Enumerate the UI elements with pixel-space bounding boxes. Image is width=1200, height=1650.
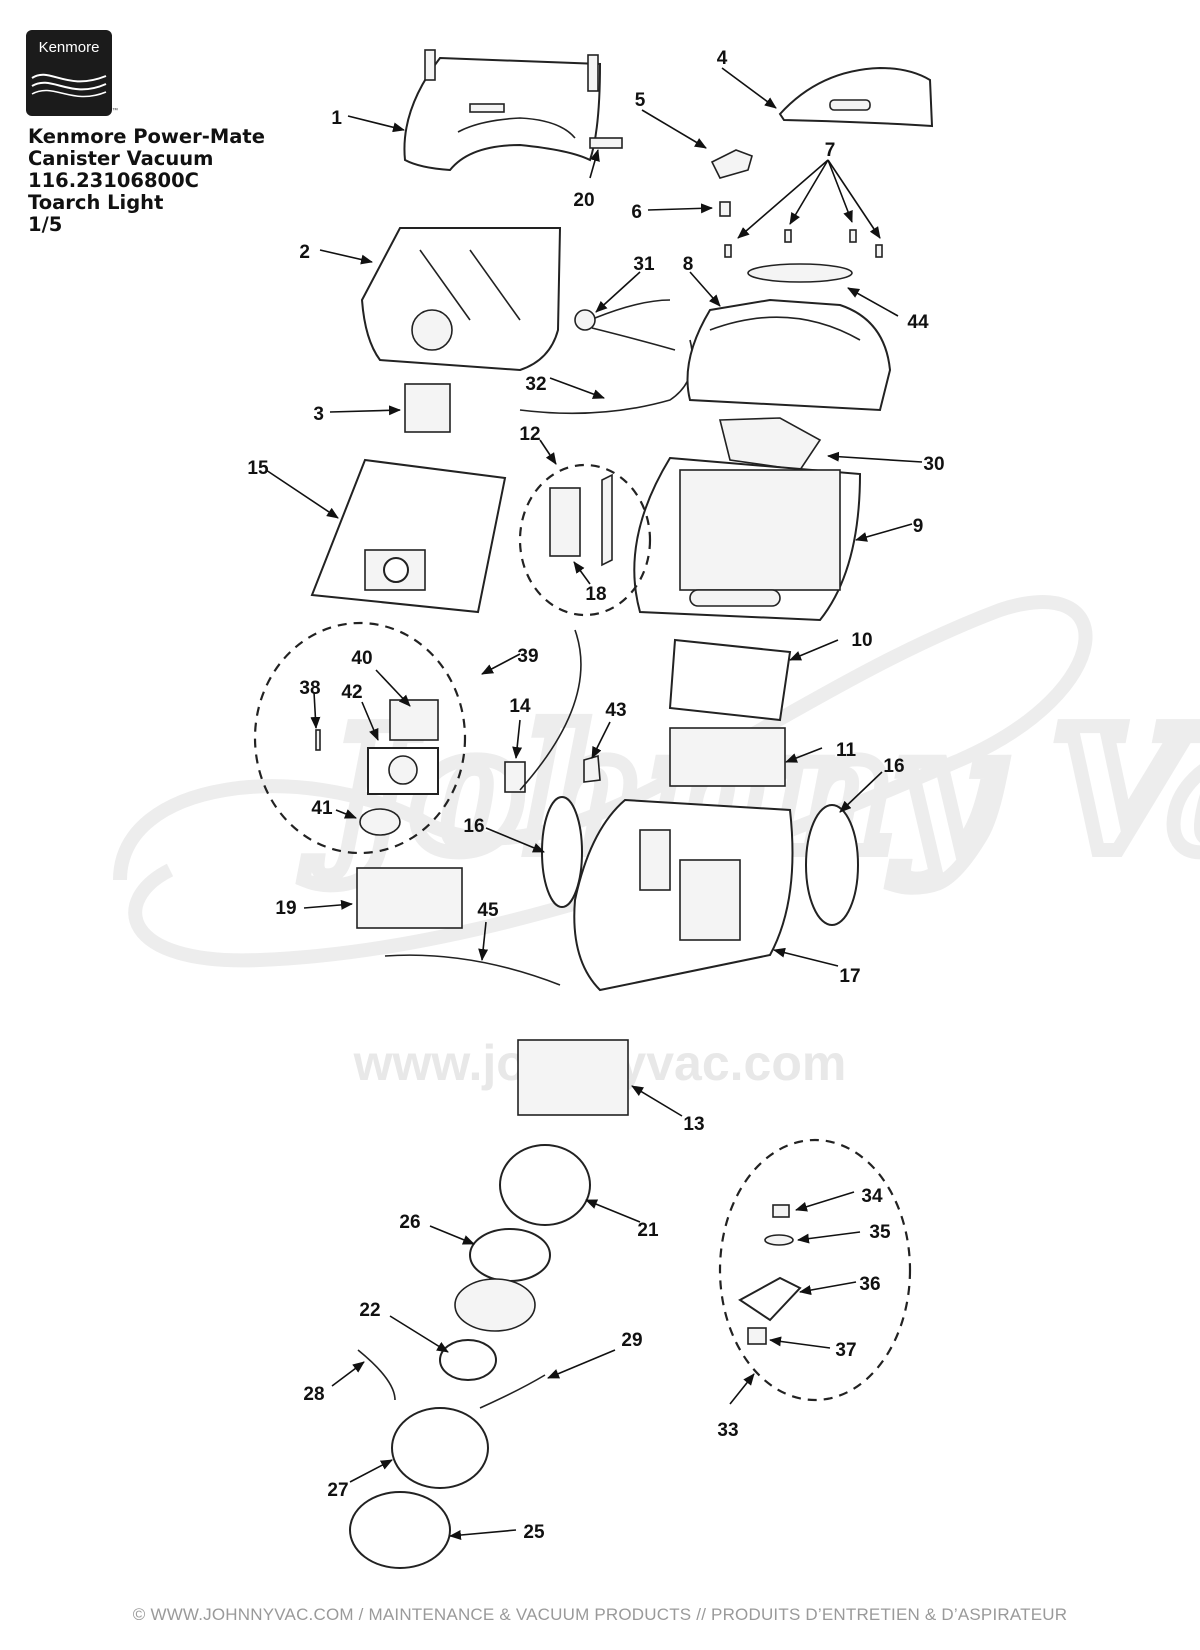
part-filter-frame bbox=[668, 638, 792, 722]
label-part-26: 26 bbox=[399, 1212, 420, 1233]
label-part-1: 1 bbox=[331, 108, 342, 129]
part-light-lens bbox=[747, 263, 853, 283]
label-part-29: 29 bbox=[621, 1330, 642, 1351]
label-part-32: 32 bbox=[525, 374, 546, 395]
label-part-15: 15 bbox=[247, 458, 269, 479]
part-cord-reel-pieces bbox=[738, 1204, 802, 1345]
part-motor-gasket bbox=[454, 1228, 551, 1332]
group-outline-12 bbox=[518, 463, 652, 617]
label-part-2: 2 bbox=[299, 242, 310, 263]
label-part-28: 28 bbox=[303, 1384, 324, 1405]
label-part-5: 5 bbox=[635, 90, 646, 111]
label-part-33: 33 bbox=[717, 1420, 738, 1441]
part-switch-assembly bbox=[504, 629, 601, 793]
label-part-35: 35 bbox=[869, 1222, 891, 1243]
group-outline-33 bbox=[718, 1138, 912, 1402]
part-exhaust-filter bbox=[517, 1039, 629, 1116]
label-part-11: 11 bbox=[836, 740, 857, 761]
label-part-16-right: 16 bbox=[883, 756, 904, 777]
label-part-17: 17 bbox=[839, 966, 860, 987]
part-motor bbox=[391, 1407, 489, 1489]
part-number-labels: 1 4 5 6 7 20 44 2 8 31 3 32 12 30 9 15 1… bbox=[247, 48, 944, 1543]
label-part-14: 14 bbox=[509, 696, 531, 717]
label-part-19: 19 bbox=[275, 898, 296, 919]
label-part-43: 43 bbox=[605, 700, 626, 721]
label-part-20: 20 bbox=[573, 190, 594, 211]
part-fan bbox=[439, 1339, 497, 1381]
part-bag-holder bbox=[404, 383, 451, 433]
title-line-4: Toarch Light bbox=[28, 191, 164, 214]
title-line-1: Kenmore Power-Mate bbox=[28, 125, 265, 148]
part-front-bumper bbox=[778, 66, 934, 128]
model-title: Kenmore Power-Mate Canister Vacuum 116.2… bbox=[28, 126, 265, 236]
label-part-36: 36 bbox=[859, 1274, 880, 1295]
trademark-mark: ™ bbox=[112, 108, 118, 114]
part-cord bbox=[384, 954, 561, 986]
logo-swoosh-icon bbox=[31, 73, 107, 98]
part-light-housing bbox=[686, 298, 892, 412]
footer-copyright: © WWW.JOHNNYVAC.COM / MAINTENANCE & VACU… bbox=[132, 1605, 1068, 1624]
label-part-22: 22 bbox=[359, 1300, 380, 1321]
label-part-4: 4 bbox=[717, 48, 728, 69]
label-part-45: 45 bbox=[477, 900, 499, 921]
part-motor-wire-a bbox=[357, 1349, 396, 1401]
label-part-3: 3 bbox=[313, 404, 324, 425]
label-part-41: 41 bbox=[311, 798, 333, 819]
label-part-39: 39 bbox=[517, 646, 538, 667]
label-part-38: 38 bbox=[299, 678, 320, 699]
part-motor-mount bbox=[499, 1144, 591, 1226]
part-filter-pieces bbox=[549, 473, 613, 567]
part-lid-frame bbox=[360, 227, 562, 372]
label-part-8: 8 bbox=[683, 254, 694, 275]
part-base-housing bbox=[573, 798, 794, 992]
label-part-21: 21 bbox=[637, 1220, 659, 1241]
label-part-30: 30 bbox=[923, 454, 944, 475]
part-latch bbox=[718, 417, 822, 471]
leader-arrows bbox=[265, 67, 923, 1540]
label-part-6: 6 bbox=[631, 202, 642, 223]
part-motor-ring bbox=[349, 1491, 451, 1569]
part-screws bbox=[724, 229, 883, 258]
label-part-42: 42 bbox=[341, 682, 362, 703]
title-line-5: 1/5 bbox=[28, 213, 63, 236]
label-part-25: 25 bbox=[523, 1522, 545, 1543]
group-outline-39 bbox=[253, 621, 467, 855]
part-hepa-filter bbox=[669, 727, 786, 787]
label-part-10: 10 bbox=[851, 630, 872, 651]
label-part-34: 34 bbox=[861, 1186, 883, 1207]
title-line-2: Canister Vacuum bbox=[28, 147, 214, 170]
part-switch bbox=[710, 149, 753, 217]
part-motor-filter bbox=[356, 867, 463, 929]
part-dust-cover bbox=[633, 456, 862, 622]
logo-wordmark: Kenmore bbox=[38, 39, 100, 56]
label-part-31: 31 bbox=[633, 254, 655, 275]
label-part-37: 37 bbox=[835, 1340, 856, 1361]
part-motor-wire-b bbox=[479, 1374, 546, 1409]
label-part-44: 44 bbox=[907, 312, 929, 333]
label-part-18: 18 bbox=[585, 584, 606, 605]
label-part-9: 9 bbox=[913, 516, 924, 537]
part-label-strip bbox=[589, 137, 623, 149]
label-part-12: 12 bbox=[519, 424, 540, 445]
kenmore-logo: Kenmore bbox=[26, 30, 112, 116]
part-dust-bag bbox=[310, 458, 507, 614]
label-part-13: 13 bbox=[683, 1114, 704, 1135]
part-bag-mount bbox=[315, 699, 439, 836]
part-wheels bbox=[541, 796, 859, 926]
label-part-27: 27 bbox=[327, 1480, 348, 1501]
label-part-16-left: 16 bbox=[463, 816, 484, 837]
part-top-cover bbox=[403, 49, 602, 172]
label-part-7: 7 bbox=[825, 140, 836, 161]
title-line-3: 116.23106800C bbox=[28, 169, 199, 192]
label-part-40: 40 bbox=[351, 648, 372, 669]
